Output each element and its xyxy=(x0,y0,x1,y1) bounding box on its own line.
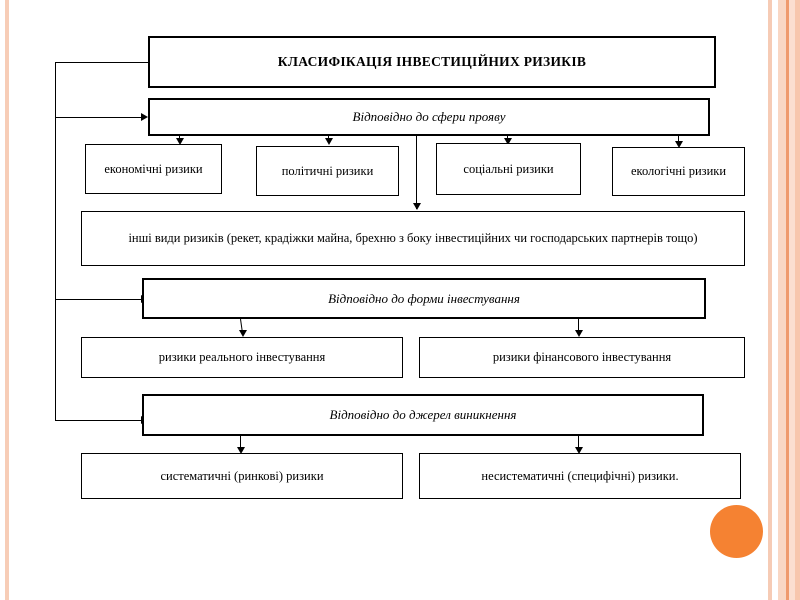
connector-drop-child-4 xyxy=(678,136,679,145)
leaf-box-other-risks: інші види ризиків (рекет, крадіжки майна… xyxy=(81,211,745,266)
leaf-box-real-investment-risks: ризики реального інвестування xyxy=(81,337,403,378)
arrowhead-child-8 xyxy=(575,447,583,454)
arrowhead-child-3 xyxy=(504,138,512,145)
decor-stripe-right-1 xyxy=(768,0,772,600)
arrowhead-extra xyxy=(413,203,421,210)
arrowhead-child-5 xyxy=(239,330,247,337)
connector-spine-to-section-3 xyxy=(55,420,141,421)
decor-orange-circle xyxy=(710,505,763,558)
leaf-box-economic-risks: економічні ризики xyxy=(85,144,222,194)
connector-spine-to-section-1 xyxy=(55,117,141,118)
diagram-title-box: КЛАСИФІКАЦІЯ ІНВЕСТИЦІЙНИХ РИЗИКІВ xyxy=(148,36,716,88)
leaf-box-unsystematic-risks: несистематичні (специфічні) ризики. xyxy=(419,453,741,499)
connector-title-to-spine xyxy=(55,62,149,63)
decor-stripe-right-5 xyxy=(795,0,800,600)
decor-stripe-right-2 xyxy=(778,0,786,600)
decor-stripe-right-3 xyxy=(786,0,789,600)
arrowhead-child-4 xyxy=(675,141,683,148)
leaf-box-social-risks: соціальні ризики xyxy=(436,143,581,195)
connector-drop-extra xyxy=(416,136,417,209)
arrowhead-child-1 xyxy=(176,138,184,145)
connector-spine-to-section-2 xyxy=(55,299,141,300)
connector-drop-child-6 xyxy=(578,319,579,333)
section-heading-box-1: Відповідно до сфери прояву xyxy=(148,98,710,136)
leaf-box-systematic-risks: систематичні (ринкові) ризики xyxy=(81,453,403,499)
leaf-box-ecological-risks: екологічні ризики xyxy=(612,147,745,196)
arrowhead-section-1 xyxy=(141,113,148,121)
arrowhead-child-7 xyxy=(237,447,245,454)
leaf-box-political-risks: політичні ризики xyxy=(256,146,399,196)
section-heading-box-2: Відповідно до форми інвестування xyxy=(142,278,706,319)
decor-stripe-left xyxy=(5,0,9,600)
decor-stripe-right-4 xyxy=(789,0,795,600)
connector-spine-vertical xyxy=(55,62,56,420)
arrowhead-child-2 xyxy=(325,138,333,145)
section-heading-box-3: Відповідно до джерел виникнення xyxy=(142,394,704,436)
connector-drop-child-8 xyxy=(578,436,579,450)
arrowhead-child-6 xyxy=(575,330,583,337)
connector-drop-child-7 xyxy=(240,436,241,450)
leaf-box-financial-investment-risks: ризики фінансового інвестування xyxy=(419,337,745,378)
